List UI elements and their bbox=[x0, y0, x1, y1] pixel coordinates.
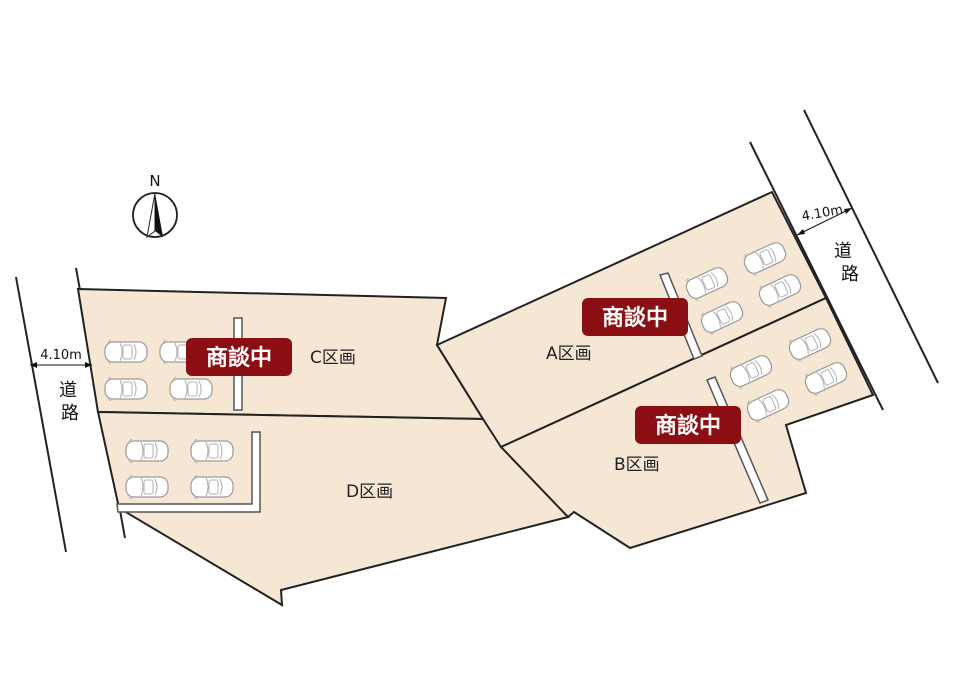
lot-c-status: 商談中 bbox=[206, 345, 272, 371]
left-road-width-label: 4.10m bbox=[40, 348, 82, 363]
right-road-width-label: 4.10m bbox=[801, 203, 845, 225]
lot-a-status: 商談中 bbox=[602, 305, 668, 331]
lot-b-status-badge: 商談中 bbox=[635, 406, 741, 444]
lot-b-label: B区画 bbox=[614, 455, 660, 475]
right-road-width: 4.10m 道 路 bbox=[796, 203, 859, 285]
left-road-name-1: 道 bbox=[59, 380, 77, 401]
parked-car-icon bbox=[125, 474, 169, 500]
parked-car-icon bbox=[190, 474, 234, 500]
right-road-name-1: 道 bbox=[834, 241, 852, 262]
lot-c-label: C区画 bbox=[310, 348, 356, 368]
right-road bbox=[749, 109, 939, 411]
parked-car-icon bbox=[104, 376, 148, 402]
parked-car-icon bbox=[169, 376, 213, 402]
left-road-edge-outer bbox=[15, 276, 67, 553]
parked-car-icon bbox=[125, 438, 169, 464]
lot-c-status-badge: 商談中 bbox=[186, 338, 292, 376]
right-road-edge-outer bbox=[803, 109, 939, 384]
lot-b-status: 商談中 bbox=[655, 413, 721, 439]
lot-a-status-badge: 商談中 bbox=[582, 298, 688, 336]
parked-car-icon bbox=[190, 438, 234, 464]
compass-north-label: N bbox=[149, 172, 160, 190]
lot-d-walkway bbox=[116, 431, 261, 513]
right-road-edge-inner bbox=[749, 141, 884, 411]
lot-d-label: D区画 bbox=[346, 482, 393, 502]
lot-a-label: A区画 bbox=[546, 344, 592, 364]
compass-north-icon: N bbox=[132, 172, 178, 239]
left-road-width: 4.10m 道 路 bbox=[30, 348, 92, 424]
right-road-name-2: 路 bbox=[841, 264, 859, 285]
left-road-name-2: 路 bbox=[61, 403, 79, 424]
parked-car-icon bbox=[104, 339, 148, 365]
